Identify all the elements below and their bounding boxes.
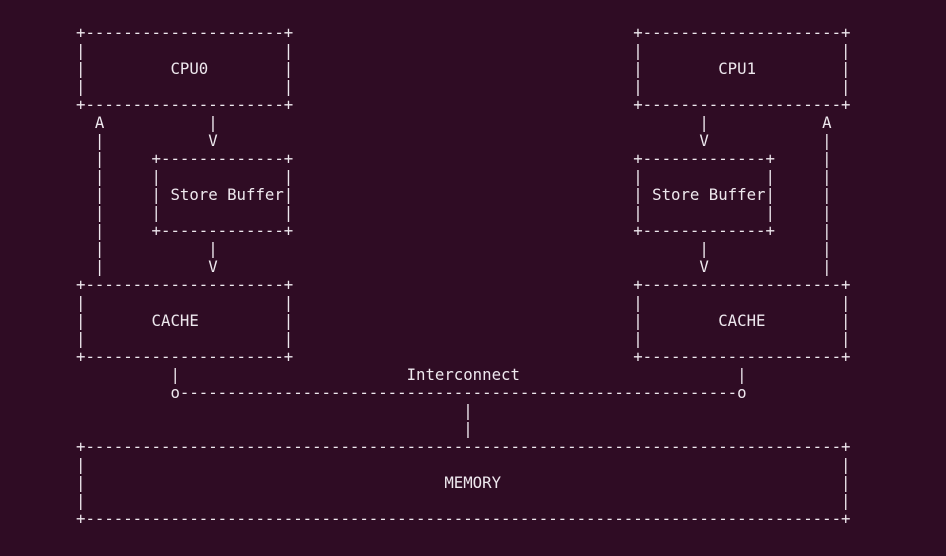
ascii-architecture-diagram: +---------------------+ +---------------… <box>76 23 851 528</box>
